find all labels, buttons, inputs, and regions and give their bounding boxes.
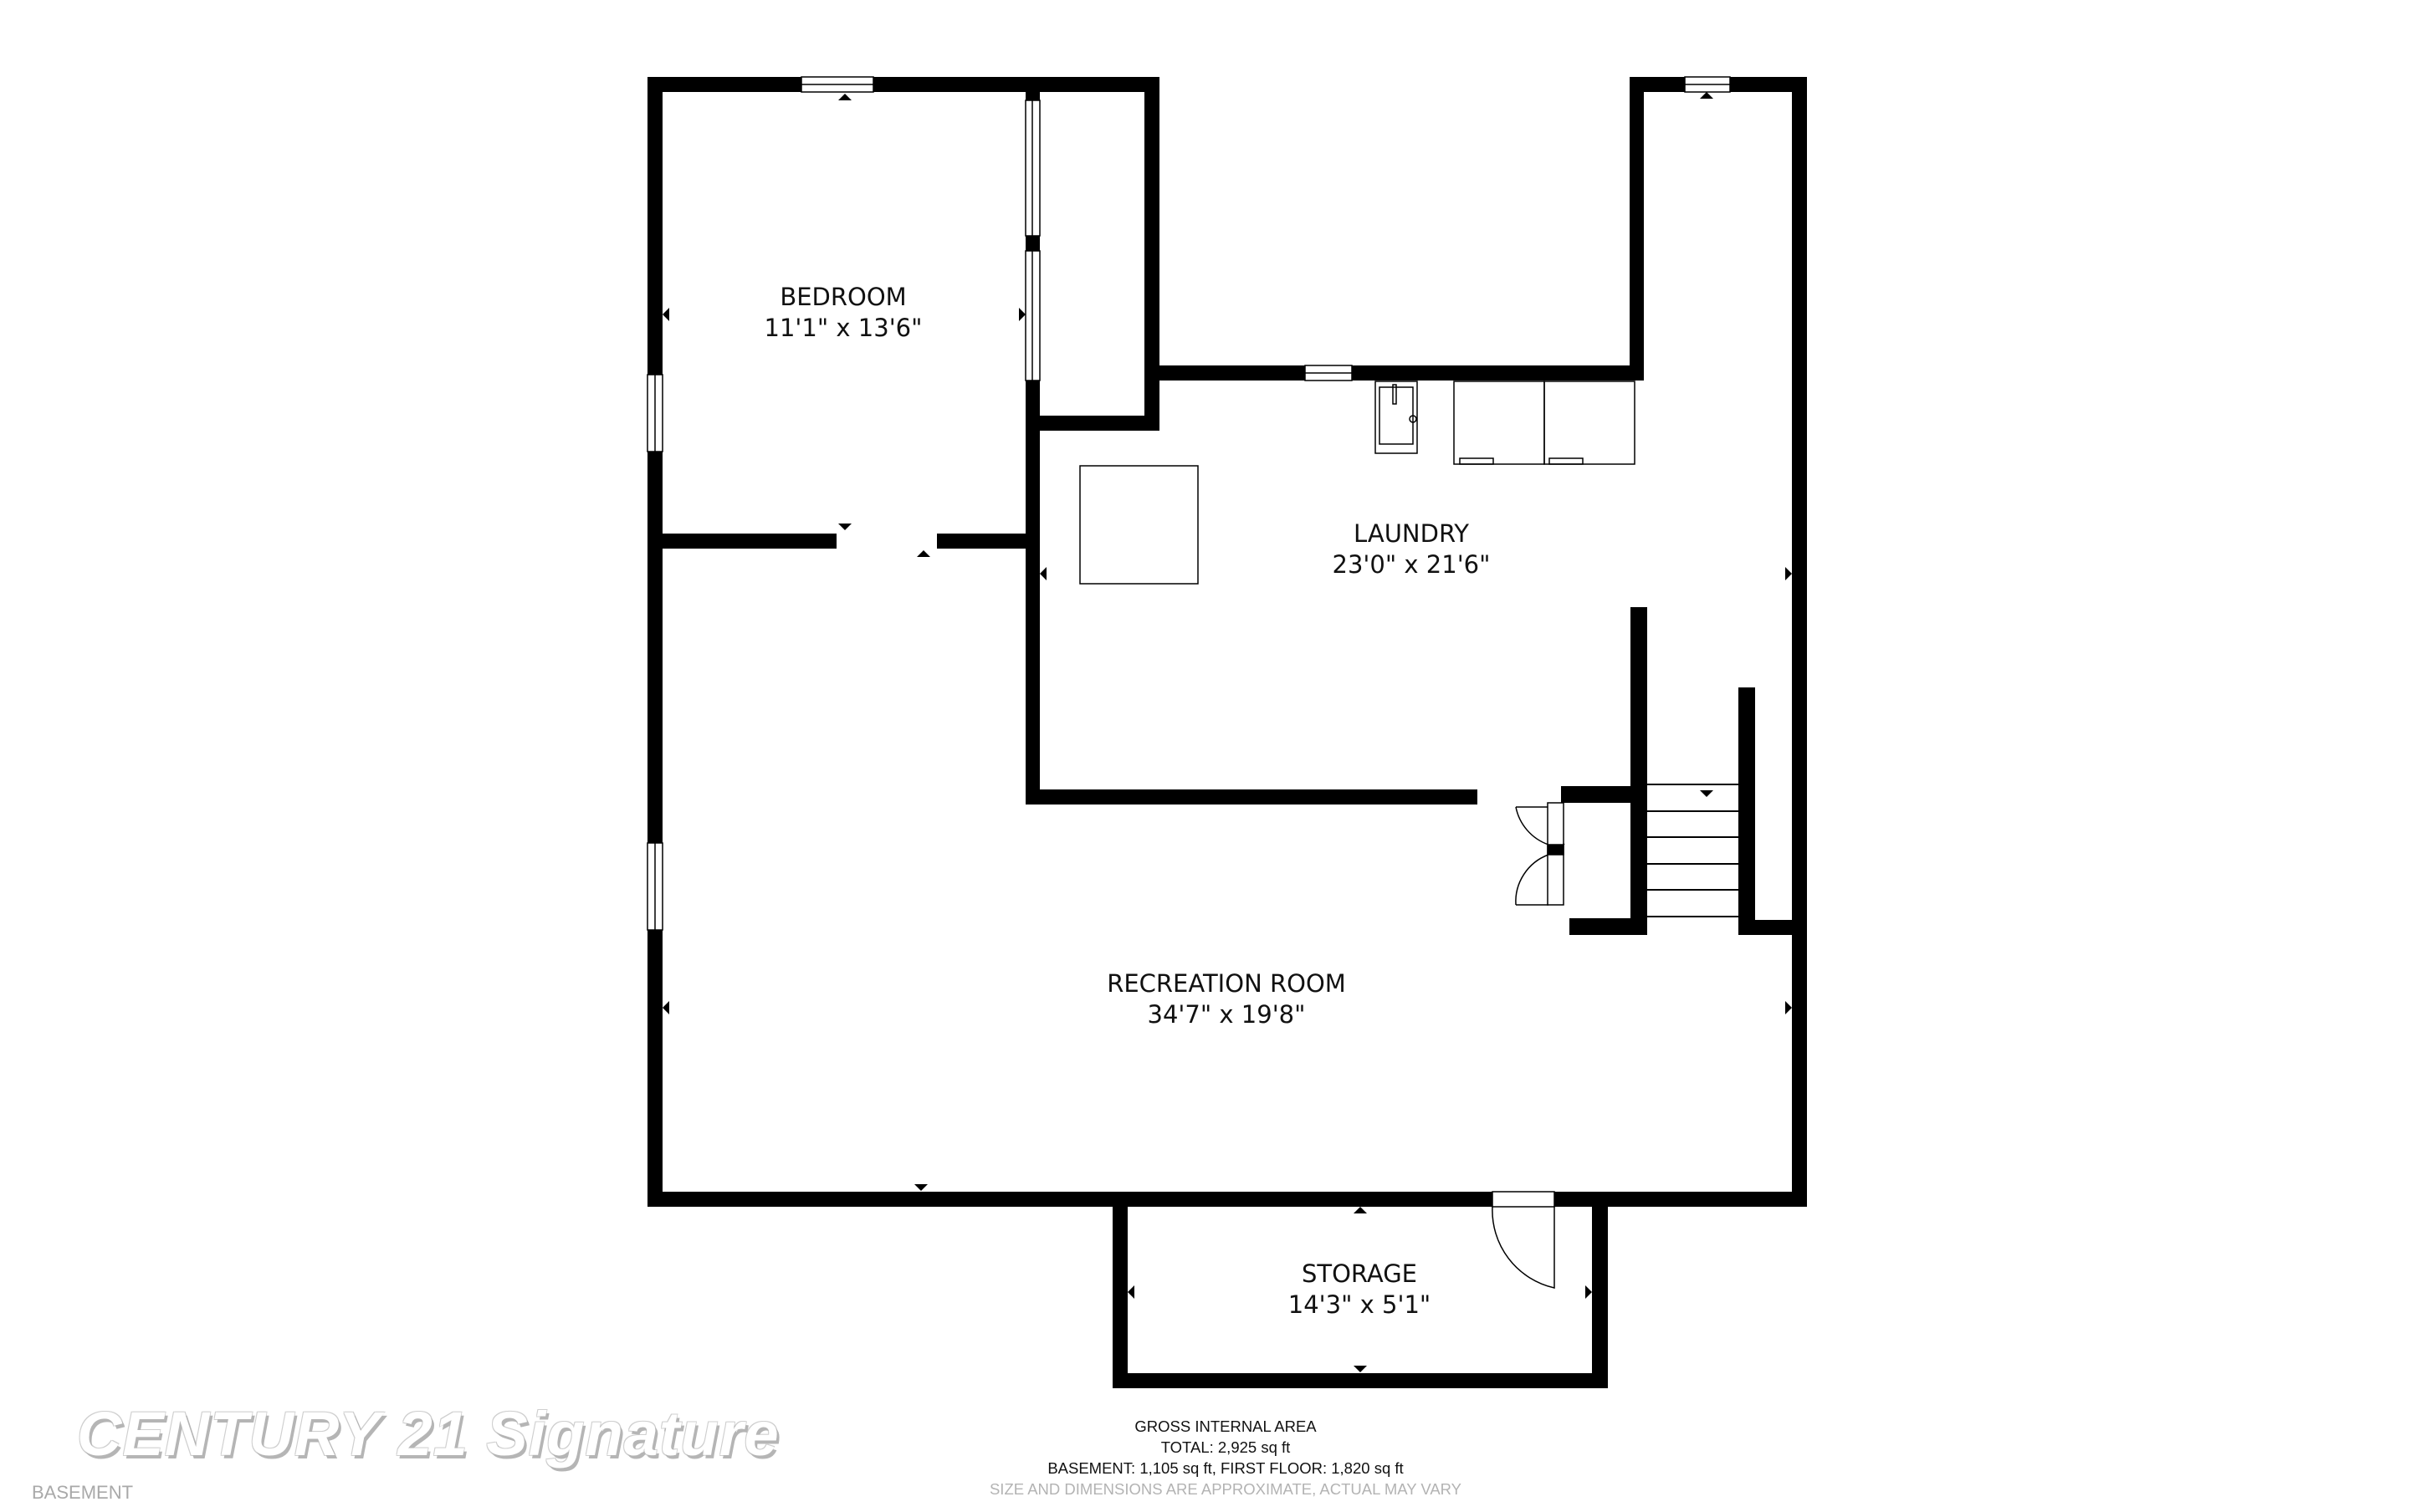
door-swings bbox=[1492, 802, 1565, 1289]
area-total: TOTAL: 2,925 sq ft bbox=[1160, 1438, 1291, 1456]
room-name: LAUNDRY bbox=[1354, 519, 1469, 548]
brokerage-watermark: CENTURY 21 Signature bbox=[77, 1399, 780, 1469]
room-label-bedroom: BEDROOM 11'1" x 13'6" bbox=[765, 282, 923, 344]
fixtures bbox=[1079, 381, 1635, 585]
room-name: STORAGE bbox=[1301, 1259, 1418, 1288]
walls bbox=[647, 77, 1807, 1388]
room-dimensions: 23'0" x 21'6" bbox=[1332, 550, 1491, 579]
area-heading: GROSS INTERNAL AREA bbox=[1134, 1418, 1317, 1435]
room-name: BEDROOM bbox=[780, 283, 907, 311]
room-label-recreation-room: RECREATION ROOM 34'7" x 19'8" bbox=[1107, 968, 1346, 1030]
room-dimensions: 14'3" x 5'1" bbox=[1287, 1290, 1431, 1319]
openings bbox=[647, 76, 1731, 1208]
floor-name-label: BASEMENT bbox=[32, 1482, 134, 1503]
room-dimensions: 11'1" x 13'6" bbox=[764, 314, 923, 342]
stairs bbox=[1647, 784, 1738, 917]
room-name: RECREATION ROOM bbox=[1107, 969, 1346, 998]
room-label-laundry: LAUNDRY 23'0" x 21'6" bbox=[1333, 518, 1491, 580]
room-dimensions: 34'7" x 19'8" bbox=[1147, 1000, 1306, 1029]
measurement-markers bbox=[663, 92, 1792, 1372]
room-label-storage: STORAGE 14'3" x 5'1" bbox=[1288, 1259, 1431, 1320]
area-disclaimer: SIZE AND DIMENSIONS ARE APPROXIMATE, ACT… bbox=[989, 1480, 1462, 1498]
gross-internal-area: GROSS INTERNAL AREA TOTAL: 2,925 sq ft B… bbox=[990, 1416, 1461, 1499]
area-breakdown: BASEMENT: 1,105 sq ft, FIRST FLOOR: 1,82… bbox=[1047, 1459, 1404, 1477]
